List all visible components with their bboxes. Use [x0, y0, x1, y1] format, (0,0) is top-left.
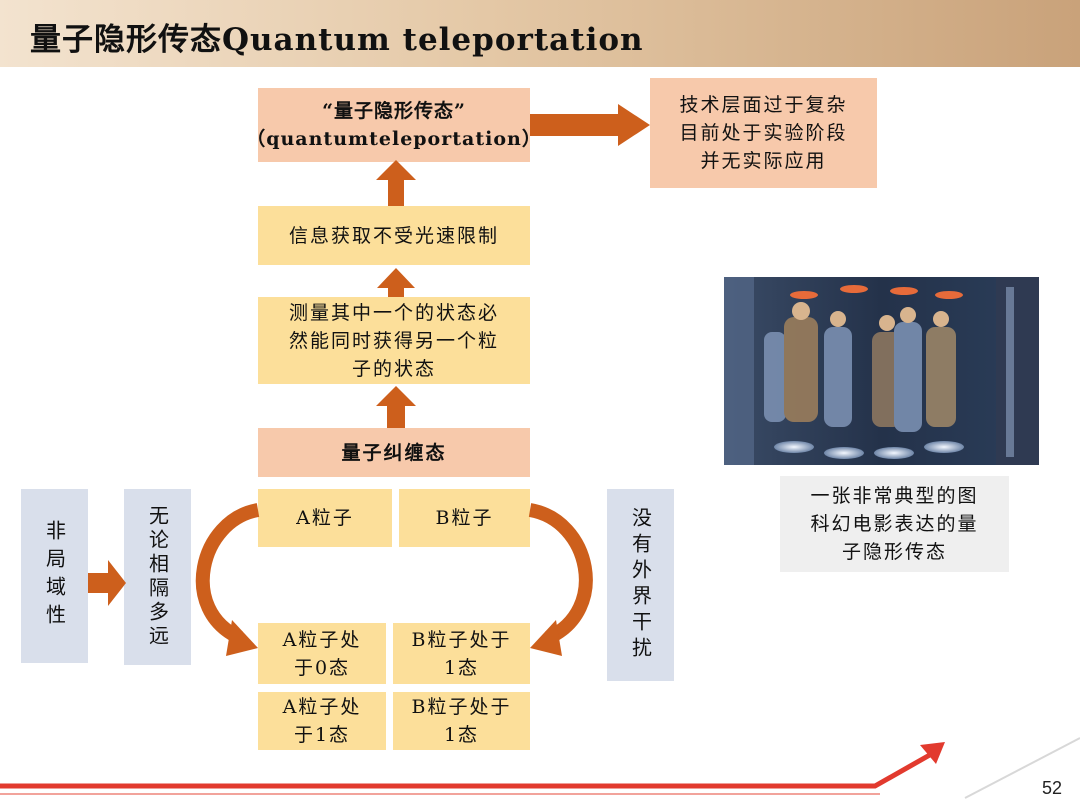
film-still-icon [724, 277, 1039, 465]
complexity-note: 技术层面过于复杂 目前处于实验阶段 并无实际应用 [650, 78, 877, 188]
title-bar [0, 0, 1080, 67]
light-speed-box: 信息获取不受光速限制 [258, 206, 530, 265]
measurement-box: 测量其中一个的状态必 然能同时获得另一个粒 子的状态 [258, 297, 530, 384]
nonlocality-label: 非局域性 [42, 520, 67, 632]
particle-a-state0-box: A粒子处 于0态 [258, 623, 386, 684]
entanglement-box: 量子纠缠态 [258, 428, 530, 477]
distance-label: 无论相隔多远 [145, 505, 170, 649]
particle-a-state1-box: A粒子处 于1态 [258, 692, 386, 750]
particle-a-box: A粒子 [258, 489, 392, 547]
distance-box: 无论相隔多远 [124, 489, 191, 665]
arrow-right-icon [88, 560, 126, 606]
arrow-up-icon [377, 268, 415, 297]
teleportation-box: “量子隐形传态” （quantumteleportation） [246, 88, 541, 162]
footer-red-line [0, 749, 937, 789]
arrowhead-icon [226, 620, 258, 656]
teleportation-scene-image [724, 277, 1039, 465]
curved-arrow-left-icon [195, 503, 260, 645]
footer-gray-line [964, 737, 1080, 799]
particle-b-state1-box-2: B粒子处于 1态 [393, 692, 530, 750]
page-number: 52 [1041, 778, 1062, 798]
arrowhead-icon [530, 620, 562, 656]
arrow-right-icon [530, 104, 650, 146]
slide-title: 量子隐形传态Quantum teleportation [30, 22, 644, 58]
nonlocality-box: 非局域性 [21, 489, 88, 663]
no-interference-label: 没有外界干扰 [628, 507, 653, 663]
particle-b-box: B粒子 [399, 489, 530, 547]
photo-caption: 一张非常典型的图 科幻电影表达的量 子隐形传态 [780, 476, 1009, 572]
no-interference-box: 没有外界干扰 [607, 489, 674, 681]
footer-arrowhead-icon [920, 742, 945, 764]
arrow-up-icon [376, 386, 416, 428]
curved-arrow-right-icon [528, 503, 593, 645]
particle-b-state1-box: B粒子处于 1态 [393, 623, 530, 684]
